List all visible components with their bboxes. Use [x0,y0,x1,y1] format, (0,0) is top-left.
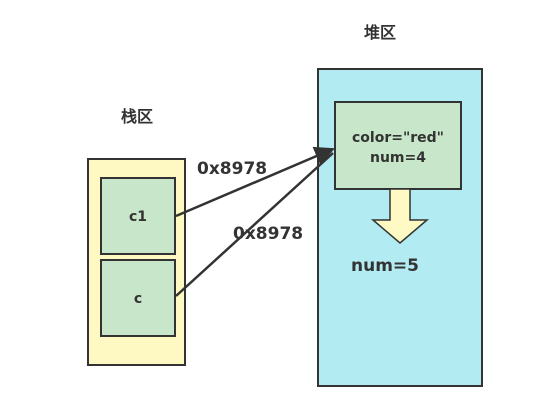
stack-cell-c-label: c [134,291,142,307]
heap-result: num=5 [351,256,419,276]
stack-cell-c1 [100,177,176,255]
stack-cell-c1-label: c1 [129,209,147,225]
pointer-arrow-c1 [175,146,335,218]
heap-object [334,101,462,190]
pointer-label-c: 0x8978 [233,224,303,244]
stack-cell-c [100,259,176,337]
heap-object-color: color="red" [352,130,444,146]
pointer-label-c1: 0x8978 [197,159,267,179]
down-block-arrow [370,188,430,244]
heap-object-num: num=4 [370,150,426,166]
pointer-arrow-c [175,152,334,297]
stack-title: 栈区 [121,107,153,126]
heap-title: 堆区 [364,23,396,42]
